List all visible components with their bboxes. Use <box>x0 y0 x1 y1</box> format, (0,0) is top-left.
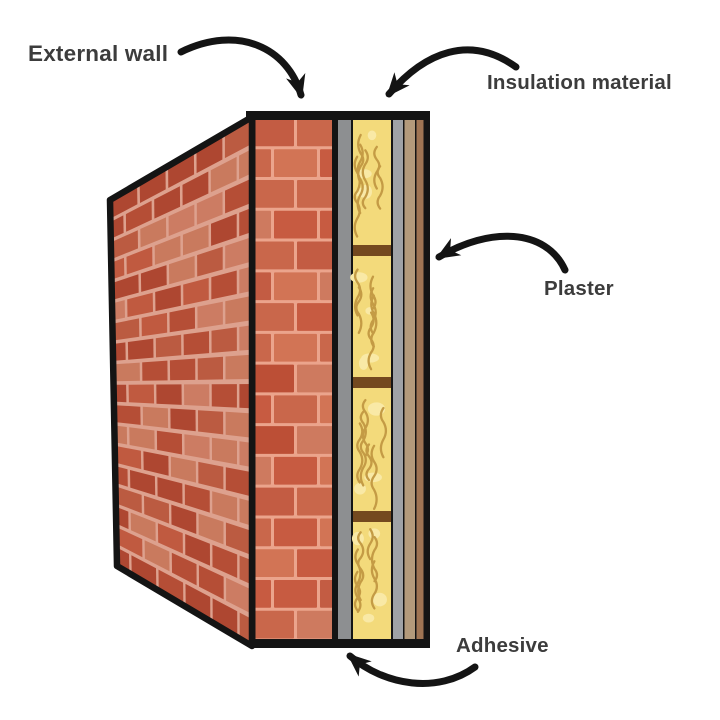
right-edge-border <box>423 117 430 640</box>
insulation-texture <box>350 130 388 623</box>
plaster-arrow <box>435 232 569 274</box>
top-edge-bar <box>246 111 430 120</box>
wall-corner-edge <box>249 117 256 640</box>
layer-divider <box>403 117 405 640</box>
insulation-joint <box>353 511 391 522</box>
brick-wall-front-face <box>255 117 332 640</box>
brick-wall-side-face <box>110 117 252 646</box>
layer-divider <box>415 117 417 640</box>
label-external-wall: External wall <box>28 41 169 66</box>
plaster-finish-layer <box>416 117 424 640</box>
insulation-joint <box>353 245 391 256</box>
plaster-base-layer <box>393 117 403 640</box>
plaster-middle-layer <box>404 117 415 640</box>
insulation-joint <box>353 377 391 388</box>
external-wall-arrow <box>177 36 306 99</box>
layer-divider <box>351 117 353 640</box>
label-adhesive: Adhesive <box>456 634 549 657</box>
layer-divider <box>332 117 338 640</box>
adhesive-layer <box>338 117 351 640</box>
label-insulation-material: Insulation material <box>487 71 672 94</box>
bottom-edge-bar <box>249 639 430 648</box>
label-plaster: Plaster <box>544 277 614 300</box>
adhesive-arrow <box>346 652 479 687</box>
layer-divider <box>391 117 393 640</box>
insulation-arrow <box>385 46 520 98</box>
